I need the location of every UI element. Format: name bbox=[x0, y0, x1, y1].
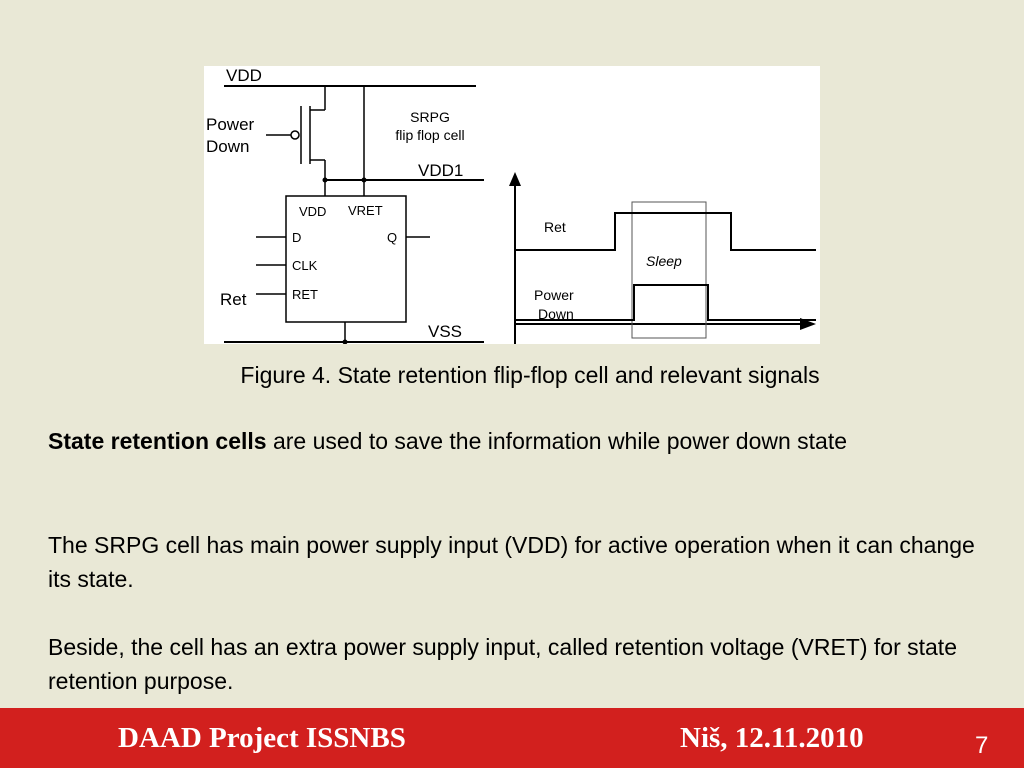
label-ret-input: Ret bbox=[220, 290, 247, 309]
label-wave-down: Down bbox=[538, 306, 574, 322]
label-vss: VSS bbox=[428, 322, 462, 341]
pin-q: Q bbox=[387, 230, 397, 245]
vertical-axis-arrow bbox=[509, 172, 521, 186]
label-flip-flop-cell: flip flop cell bbox=[395, 127, 464, 143]
paragraph-vret: Beside, the cell has an extra power supp… bbox=[48, 634, 957, 694]
pin-d: D bbox=[292, 230, 301, 245]
paragraph-srpg-vdd: The SRPG cell has main power supply inpu… bbox=[48, 532, 975, 592]
pin-ret: RET bbox=[292, 287, 318, 302]
pin-clk: CLK bbox=[292, 258, 318, 273]
power-down-waveform bbox=[515, 284, 816, 321]
footer-bar: DAAD Project ISSNBS Niš, 12.11.2010 7 bbox=[0, 708, 1024, 768]
pin-vdd: VDD bbox=[299, 204, 326, 219]
label-wave-ret: Ret bbox=[544, 219, 566, 235]
page-number: 7 bbox=[975, 732, 989, 759]
pmos-gate-bubble bbox=[290, 130, 300, 140]
label-vdd: VDD bbox=[226, 66, 262, 85]
srpg-circuit-diagram: VDD Power Down SRPG flip flop cell VDD1 … bbox=[204, 66, 820, 344]
label-sleep: Sleep bbox=[646, 253, 682, 269]
footer-place-date: Niš, 12.11.2010 bbox=[680, 722, 864, 754]
paragraph-rest-text: are used to save the information while p… bbox=[266, 428, 848, 454]
label-power: Power bbox=[206, 115, 255, 134]
paragraph-state-retention: State retention cells are used to save t… bbox=[48, 424, 978, 458]
label-down: Down bbox=[206, 137, 249, 156]
ret-waveform bbox=[515, 212, 816, 251]
footer-project-title: DAAD Project ISSNBS bbox=[118, 722, 406, 754]
pin-vret: VRET bbox=[348, 203, 383, 218]
vdd1-junction-left bbox=[322, 177, 328, 183]
figure-caption: Figure 4. State retention flip-flop cell… bbox=[240, 362, 820, 388]
label-srpg: SRPG bbox=[410, 109, 450, 125]
flip-flop-cell-box bbox=[285, 195, 407, 323]
label-vdd1: VDD1 bbox=[418, 161, 463, 180]
sleep-window bbox=[631, 201, 707, 339]
paragraph-bold-term: State retention cells bbox=[48, 428, 267, 454]
diagram-svg: VDD Power Down SRPG flip flop cell VDD1 … bbox=[206, 66, 816, 344]
label-wave-power: Power bbox=[534, 287, 574, 303]
